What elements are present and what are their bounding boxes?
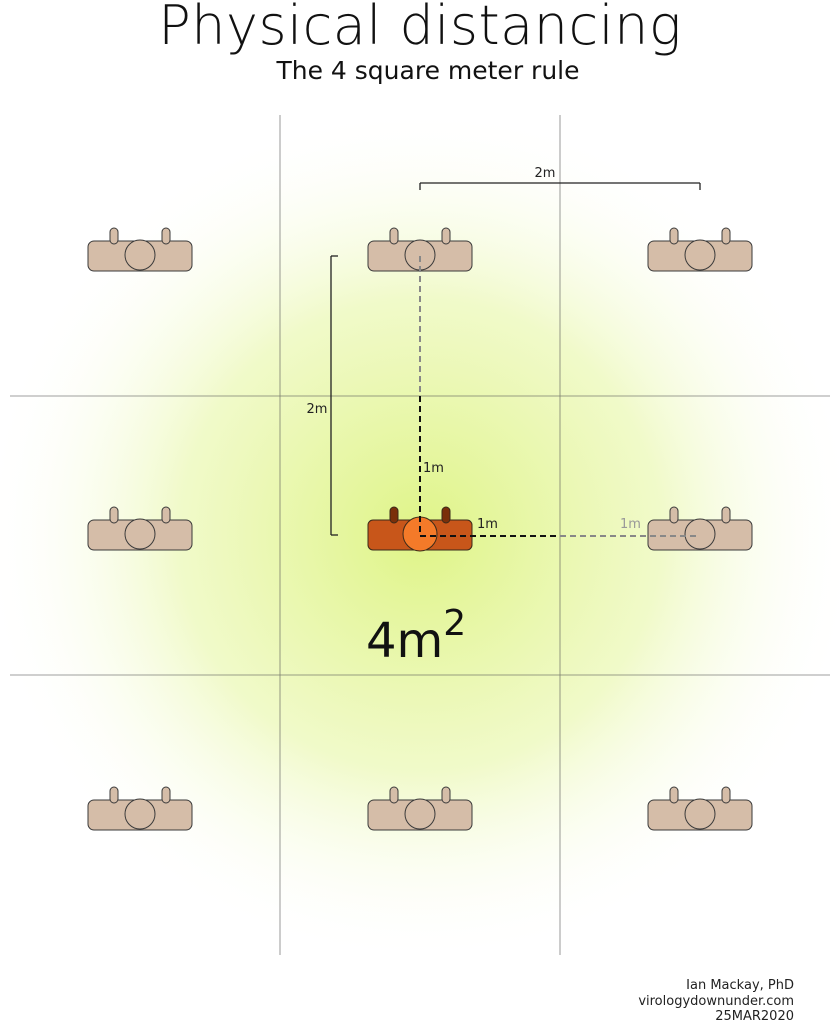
diagram-subtitle: The 4 square meter rule xyxy=(276,56,580,85)
radius-up-label: 1m xyxy=(423,461,444,476)
credit-date: 25MAR2020 xyxy=(715,1009,794,1024)
credit-author: Ian Mackay, PhD xyxy=(686,978,794,993)
radius-continued-label: 1m xyxy=(620,517,641,532)
area-label-base: 4m xyxy=(366,613,443,669)
area-label: 4m2 xyxy=(366,603,466,669)
vertical-spacing-label: 2m xyxy=(307,402,328,417)
credit-website: virologydownunder.com xyxy=(638,993,794,1009)
vertical-2m-bracket xyxy=(330,255,338,536)
radius-right-label: 1m xyxy=(477,517,498,532)
horizontal-spacing-label: 2m xyxy=(535,166,556,181)
credit-block: Ian Mackay, PhD virologydownunder.com 25… xyxy=(638,978,794,1025)
horizontal-2m-bracket xyxy=(419,182,701,190)
diagram-title: Physical distancing xyxy=(158,0,682,57)
area-label-exponent: 2 xyxy=(443,603,466,644)
